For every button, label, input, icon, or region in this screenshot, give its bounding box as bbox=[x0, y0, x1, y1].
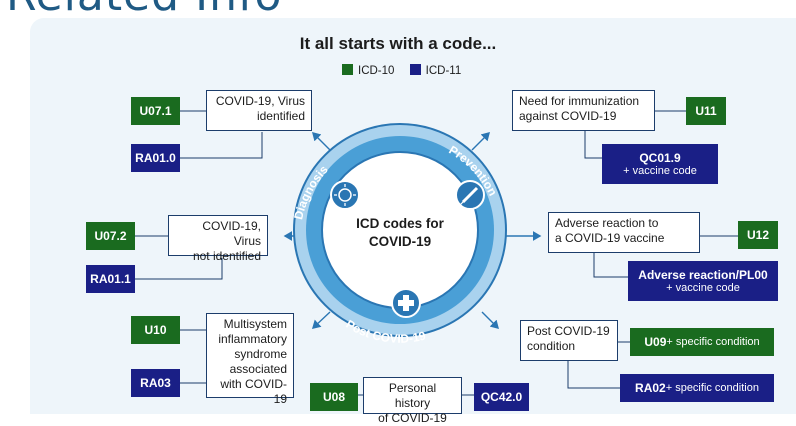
code-pl00: Adverse reaction/PL00 + vaccine code bbox=[628, 261, 778, 301]
code-u12: U12 bbox=[738, 221, 778, 249]
medical-cross-icon bbox=[391, 288, 421, 318]
code-u07-2: U07.2 bbox=[86, 222, 135, 250]
connector-diagram: Diagnosis Prevention Post COVID-19 bbox=[135, 110, 738, 396]
code-u07-1: U07.1 bbox=[131, 97, 180, 125]
code-u10: U10 bbox=[131, 316, 180, 344]
legend-icd10: ICD-10 bbox=[342, 64, 394, 77]
legend-icd11: ICD-11 bbox=[409, 64, 461, 77]
page-title-fragment: Related Info bbox=[0, 0, 796, 14]
code-ra01-0: RA01.0 bbox=[131, 144, 180, 172]
code-ra03: RA03 bbox=[131, 369, 180, 397]
virus-icon bbox=[330, 180, 360, 210]
legend: ICD-10 ICD-11 bbox=[342, 64, 473, 77]
code-qc01-9: QC01.9 + vaccine code bbox=[602, 144, 718, 184]
syringe-icon bbox=[455, 180, 485, 210]
code-u08: U08 bbox=[310, 383, 358, 411]
code-u11: U11 bbox=[686, 97, 726, 125]
code-ra01-1: RA01.1 bbox=[86, 265, 135, 293]
infographic-heading: It all starts with a code... bbox=[299, 34, 497, 53]
code-ra02: RA02 + specific condition bbox=[620, 374, 774, 402]
code-u09: U09 + specific condition bbox=[630, 328, 774, 356]
left-connectors bbox=[135, 110, 738, 396]
center-label: ICD codes for COVID-19 bbox=[356, 216, 444, 249]
code-qc42-0: QC42.0 bbox=[474, 383, 529, 411]
